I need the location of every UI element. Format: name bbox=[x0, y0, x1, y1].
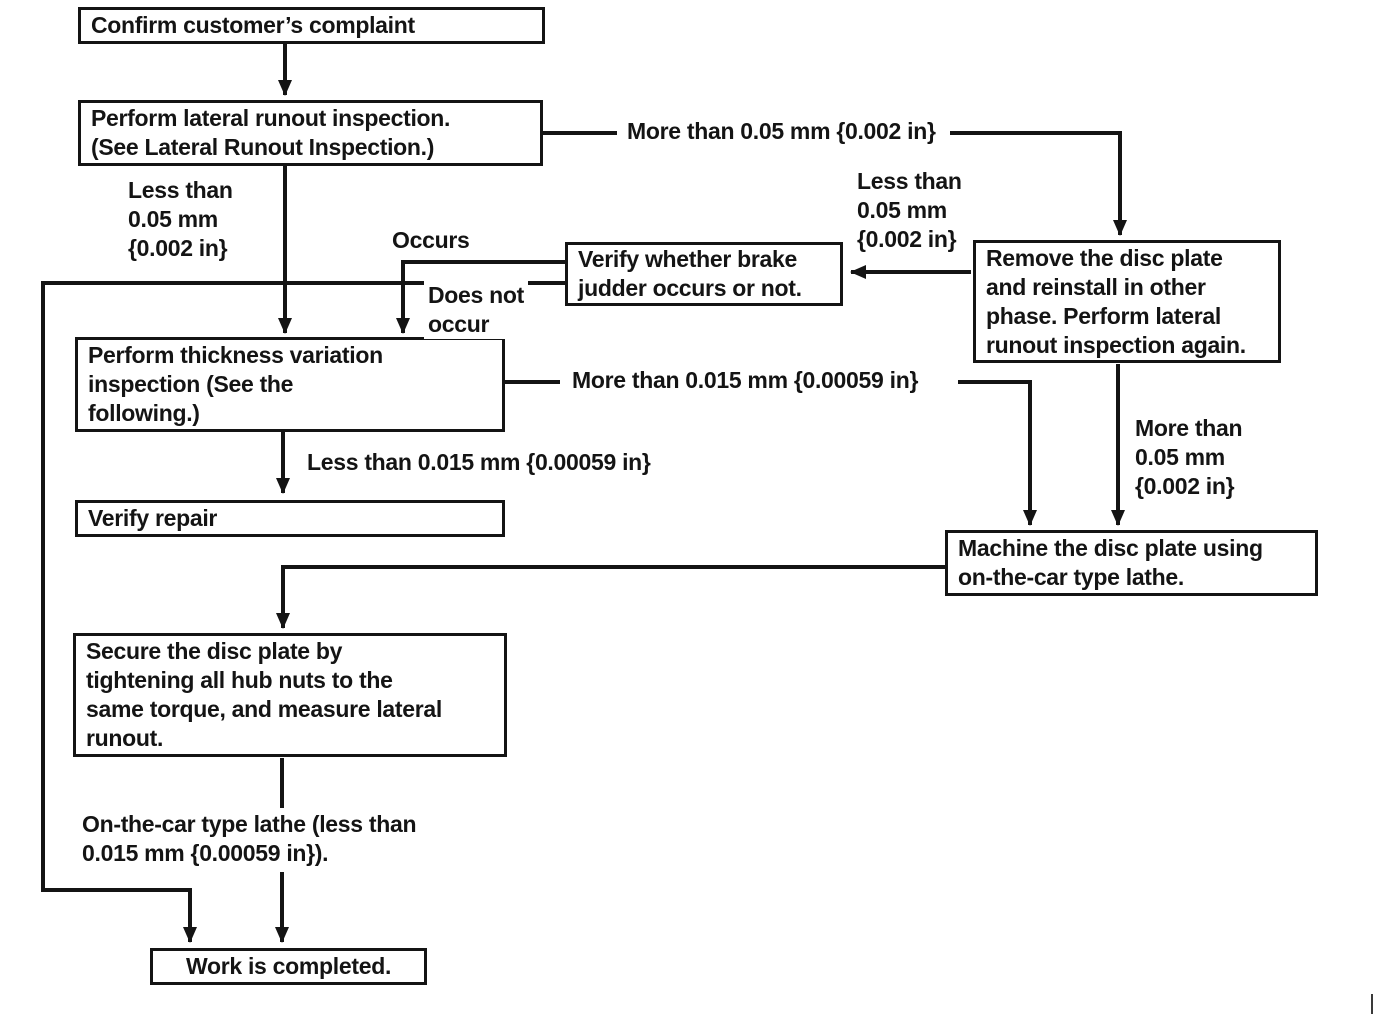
scan-artifact bbox=[1371, 994, 1373, 1014]
edge-label-more-than-005-right: More than 0.05 mm {0.002 in} bbox=[1135, 415, 1243, 499]
node-remove-reinstall-disc: Remove the disc plate and reinstall in o… bbox=[973, 240, 1281, 363]
node-text: Perform thickness variation bbox=[88, 342, 383, 368]
node-text: same torque, and measure lateral bbox=[86, 696, 442, 722]
node-text: Machine the disc plate using bbox=[958, 535, 1263, 561]
node-thickness-variation-inspection: Perform thickness variation inspection (… bbox=[75, 337, 505, 432]
edge-label-less-than-005-right: Less than 0.05 mm {0.002 in} bbox=[857, 168, 962, 252]
node-text: Remove the disc plate bbox=[986, 244, 1223, 271]
edge-label-does-not-occur: Does not occur bbox=[424, 281, 528, 339]
edge-label-occurs: Occurs bbox=[392, 227, 470, 253]
node-text: following.) bbox=[88, 400, 200, 426]
node-machine-disc-plate: Machine the disc plate using on-the-car … bbox=[945, 530, 1318, 596]
node-text: on-the-car type lathe. bbox=[958, 564, 1184, 590]
edge-label-more-than-0015: More than 0.015 mm {0.00059 in} bbox=[572, 367, 919, 393]
node-text: (See Lateral Runout Inspection.) bbox=[91, 134, 435, 160]
edge-label-less-than-0015: Less than 0.015 mm {0.00059 in} bbox=[307, 449, 651, 475]
node-text: Confirm customer’s complaint bbox=[91, 12, 415, 38]
node-text: Work is completed. bbox=[185, 953, 392, 979]
node-work-completed: Work is completed. bbox=[150, 948, 427, 985]
edge-lateral-to-remove bbox=[950, 131, 1127, 236]
node-text: and reinstall in other bbox=[986, 273, 1206, 300]
node-text: tightening all hub nuts to the bbox=[86, 667, 393, 693]
edge-doesnotoccur-to-work bbox=[41, 281, 565, 943]
edge-occurs-to-thickness bbox=[396, 260, 565, 334]
node-secure-disc-plate: Secure the disc plate by tightening all … bbox=[73, 633, 507, 757]
node-text: Secure the disc plate by bbox=[86, 638, 343, 664]
node-text: Perform lateral runout inspection. bbox=[91, 105, 451, 131]
node-verify-repair: Verify repair bbox=[75, 500, 505, 537]
edge-thickness-to-machine bbox=[958, 380, 1037, 526]
edge-label-more-than-005-top: More than 0.05 mm {0.002 in} bbox=[627, 118, 936, 144]
node-lateral-runout-inspection: Perform lateral runout inspection. (See … bbox=[78, 100, 543, 166]
node-text: inspection (See the bbox=[88, 371, 294, 397]
node-confirm-complaint: Confirm customer’s complaint bbox=[78, 7, 545, 44]
node-text: runout. bbox=[86, 725, 164, 751]
node-text: phase. Perform lateral bbox=[986, 302, 1222, 329]
node-text: runout inspection again. bbox=[986, 331, 1246, 358]
edge-label-less-than-005-left: Less than 0.05 mm {0.002 in} bbox=[128, 177, 233, 261]
node-text: Verify whether brake bbox=[578, 246, 797, 272]
node-text: judder occurs or not. bbox=[578, 275, 802, 301]
edge-label-on-the-car-lathe: On-the-car type lathe (less than 0.015 m… bbox=[78, 810, 421, 868]
edge-machine-to-secure bbox=[276, 565, 945, 629]
node-text: Verify repair bbox=[88, 505, 218, 531]
node-verify-brake-judder: Verify whether brake judder occurs or no… bbox=[565, 242, 843, 306]
